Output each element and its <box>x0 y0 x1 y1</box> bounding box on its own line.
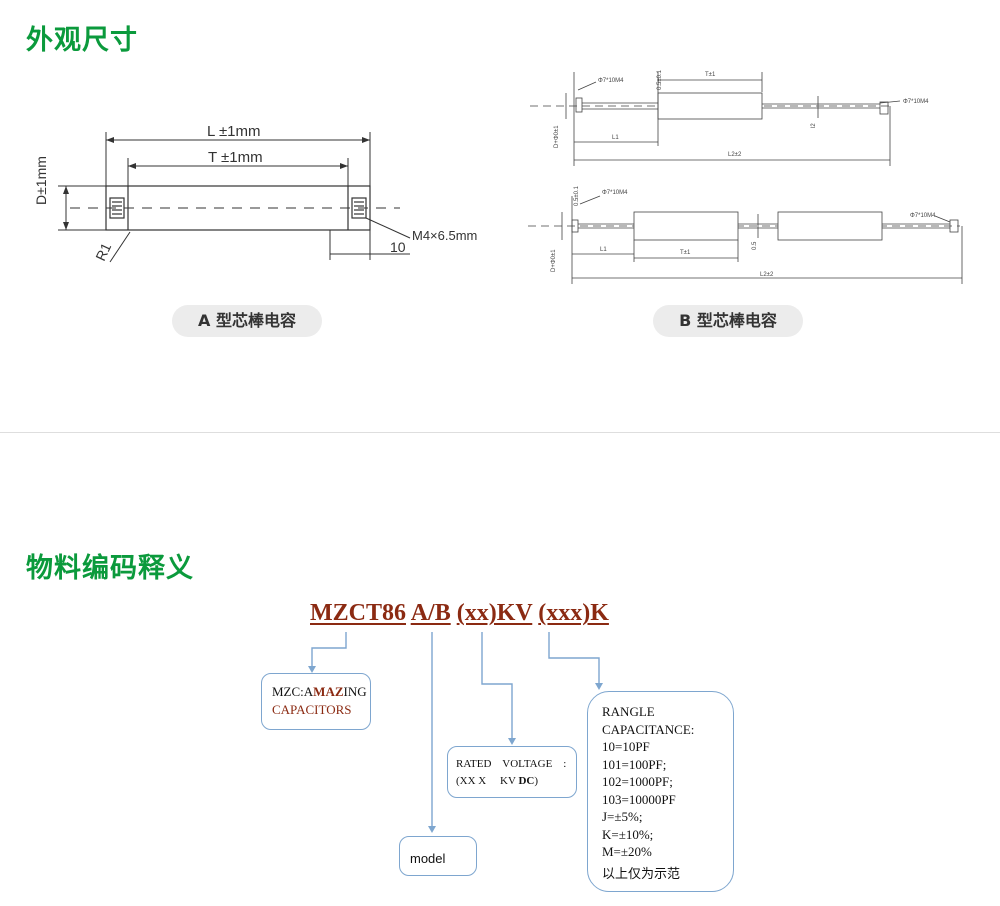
b-top-phi-left: Φ7*10M4 <box>598 78 624 84</box>
section-divider <box>0 432 1000 433</box>
prefix-line-2: CAPACITORS <box>272 702 352 717</box>
b-top-phi-right: Φ7*10M4 <box>903 99 929 105</box>
dimensions-section-title: 外观尺寸 <box>26 25 138 56</box>
code-voltage: (xx)KV <box>456 600 533 626</box>
range-line: RANGLE <box>602 704 655 719</box>
b-bot-phi-right: Φ7*10M4 <box>910 213 936 219</box>
dim-label-r: R1 <box>92 240 114 263</box>
dim-label-m: M4×6.5mm <box>412 228 477 243</box>
prefix-text-ma: MA <box>313 684 335 699</box>
range-line: 102=1000PF; <box>602 774 673 789</box>
type-b-caption: B 型芯棒电容 <box>653 305 803 337</box>
b-bot-l2: L2±2 <box>760 272 774 278</box>
type-a-dimension-drawing: L ±1mm T ±1mm D±1mm R1 M4×6.5mm 10 <box>33 123 477 263</box>
b-bot-t: T±1 <box>680 250 691 256</box>
b-top-l2: L2±2 <box>728 152 742 158</box>
dim-label-t: T ±1mm <box>208 149 263 166</box>
rated-text-dc: DC <box>518 775 535 787</box>
coding-section-title: 物料编码释义 <box>26 553 194 584</box>
range-line: 10=10PF <box>602 739 650 754</box>
b-top-d: D+Φ0±1 <box>554 125 560 148</box>
b-bot-l1: L1 <box>600 247 607 253</box>
prefix-text-z: Z <box>334 684 344 699</box>
rated-line-2: (XX X KV DC) <box>456 773 568 790</box>
range-line: 103=10000PF <box>602 791 676 807</box>
b-top-t: T±1 <box>705 72 716 78</box>
range-note: 以上仅为示范 <box>602 866 681 882</box>
prefix-text-ing: ING <box>343 684 367 699</box>
dim-label-l: L ±1mm <box>207 123 261 140</box>
prefix-text-a: MZC:A <box>272 684 314 699</box>
part-number-code: MZCT86 A/B (xx)KV (xxx)K <box>310 598 609 628</box>
code-capacitance: (xxx)K <box>538 600 609 626</box>
rated-line-1: RATED VOLTAGE : <box>456 758 567 770</box>
b-bot-phi-left: Φ7*10M4 <box>602 190 628 196</box>
code-model: A/B <box>410 600 451 626</box>
b-top-l1: L1 <box>612 135 619 141</box>
range-line: CAPACITANCE: <box>602 721 695 737</box>
b-bot-d: D+Φ0±1 <box>551 249 557 272</box>
rated-text-post: ) <box>534 775 538 787</box>
range-line: M=±20% <box>602 844 652 859</box>
rated-voltage-box: RATED VOLTAGE : (XX X KV DC) <box>447 746 577 798</box>
range-line: 101=100PF; <box>602 756 667 772</box>
prefix-meaning-box: MZC:AMAZING CAPACITORS <box>261 673 371 730</box>
dim-label-d: D±1mm <box>33 156 49 205</box>
rated-text-pre: (XX X KV <box>456 775 519 787</box>
model-box: model <box>399 836 477 876</box>
b-bot-tol: 0.5±0.1 <box>574 185 580 206</box>
range-line: J=±5%; <box>602 809 643 824</box>
type-a-caption: A 型芯棒电容 <box>172 305 322 337</box>
dim-label-10: 10 <box>390 239 406 255</box>
prefix-line-1: MZC:AMAZING <box>272 683 367 701</box>
b-top-tol: 0.5±0.1 <box>657 69 663 90</box>
capacitance-range-box: RANGLE CAPACITANCE: 10=10PF 101=100PF; 1… <box>587 691 734 892</box>
range-line: K=±10%; <box>602 826 654 842</box>
type-b-dimension-drawing: Φ7*10M4 0.5±0.1 T±1 L1 L2±2 D+Φ0±1 l2 Φ7… <box>528 69 963 284</box>
b-top-lead: l2 <box>811 123 817 128</box>
code-prefix: MZCT86 <box>310 600 406 626</box>
b-bot-lead: 0.5 <box>752 241 758 250</box>
